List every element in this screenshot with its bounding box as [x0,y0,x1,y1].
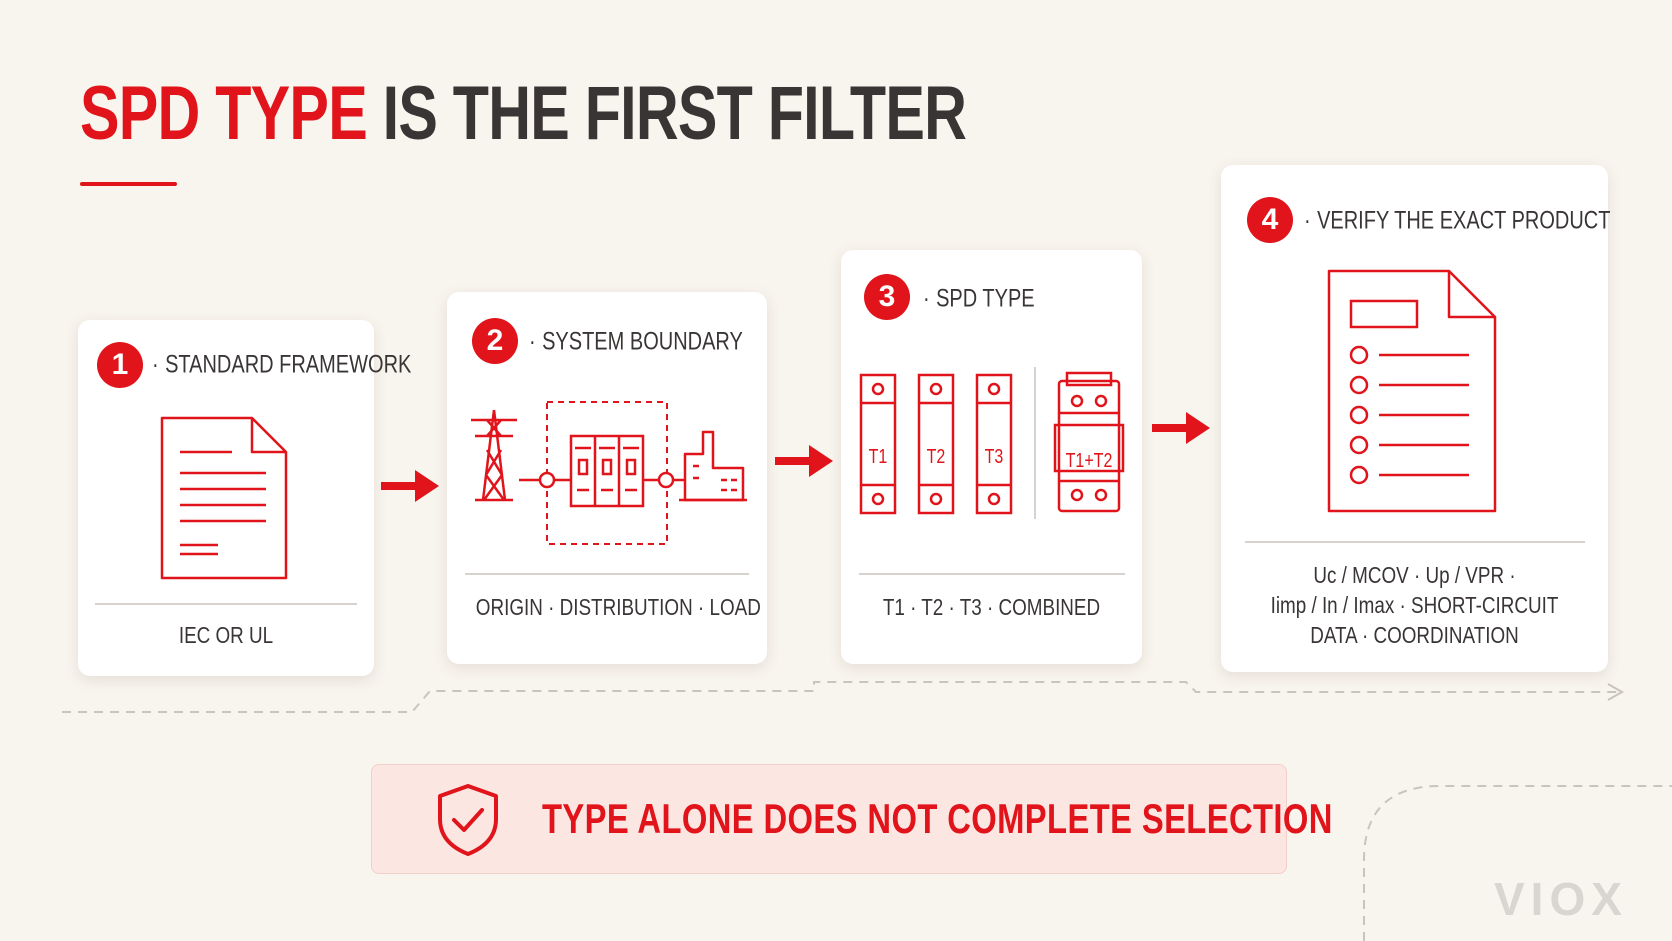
step-label-3: ·SPD TYPE [923,284,1035,313]
step-footer-3: T1 · T2 · T3 · COMBINED [882,594,1101,620]
document-icon [160,416,288,580]
step-badge-1: 1 [97,342,143,388]
step-label-text-1: STANDARD FRAMEWORK [165,350,412,379]
spd-label-t2: T2 [926,446,946,468]
power-system-icon [471,401,747,545]
step-divider-2 [465,573,749,575]
shield-check-icon [438,784,498,856]
step-divider-3 [859,573,1125,575]
step-badge-2: 2 [472,318,518,364]
arrow-right-icon [775,445,833,477]
step-card-1: 1 ·STANDARD FRAMEWORK IEC OR UL [78,320,411,676]
arrow-right-icon [381,470,439,502]
step-divider-1 [95,603,357,605]
step-label-1: ·STANDARD FRAMEWORK [152,350,412,379]
spd-modules-icon [859,367,1125,519]
step-label-4: ·VERIFY THE EXACT PRODUCT [1304,206,1611,235]
spd-label-t3: T3 [984,446,1004,468]
step-label-text-4: VERIFY THE EXACT PRODUCT [1317,206,1611,235]
step-footer-2: ORIGIN · DISTRIBUTION · LOAD [475,594,761,620]
step-badge-4: 4 [1247,197,1293,243]
step-label-2: ·SYSTEM BOUNDARY [529,327,743,356]
alert-text: TYPE ALONE DOES NOT COMPLETE SELECTION [542,795,1333,842]
title-rest: IS THE FIRST FILTER [382,71,967,156]
spd-label-t1t2: T1+T2 [1065,450,1113,472]
step-divider-4 [1245,541,1585,543]
arrow-right-icon [1152,412,1210,444]
spd-label-t1: T1 [868,446,888,468]
step-badge-3: 3 [864,274,910,320]
title-highlight: SPD TYPE [80,71,368,156]
step-card-3: 3 ·SPD TYPE T1 T2 T3 T1+T2 T1 · T2 · T3 … [841,250,1142,664]
step-card-2: 2 ·SYSTEM BOUNDARY [447,292,767,664]
step-footer-4-line2: Iimp / In / Imax · SHORT-CIRCUIT [1270,592,1559,618]
checklist-document-icon [1327,269,1497,513]
page-title: SPD TYPE IS THE FIRST FILTER [80,70,967,157]
brand-logo: VIOX [1494,873,1628,925]
step-label-text-3: SPD TYPE [936,284,1035,313]
title-underline [80,182,177,186]
step-footer-4-line1: Uc / MCOV · Up / VPR · [1313,562,1516,588]
alert-banner: TYPE ALONE DOES NOT COMPLETE SELECTION [371,764,1332,874]
step-footer-4-line3: DATA · COORDINATION [1310,622,1519,648]
step-label-text-2: SYSTEM BOUNDARY [542,327,743,356]
step-card-4: 4 ·VERIFY THE EXACT PRODUCT Uc / MCOV · … [1221,165,1611,672]
step-footer-1: IEC OR UL [178,622,274,648]
